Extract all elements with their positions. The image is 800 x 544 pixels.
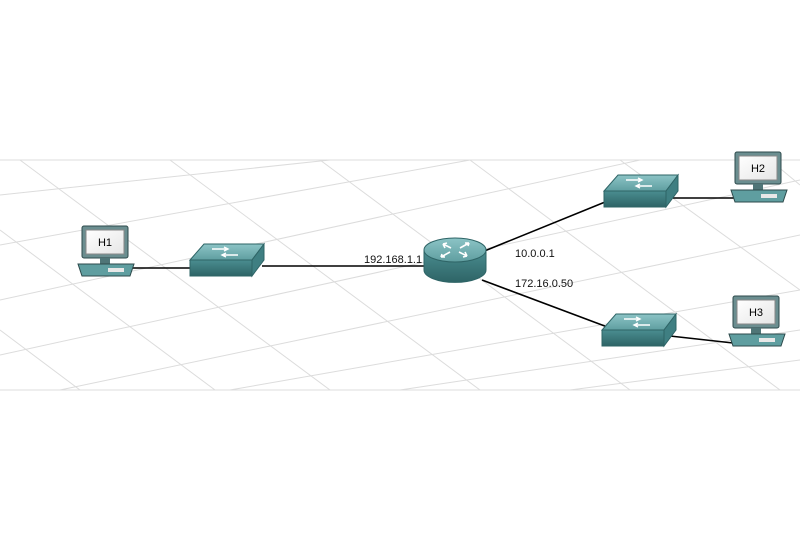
host-label: H2	[751, 163, 765, 175]
links	[130, 197, 735, 344]
host-h3[interactable]: H3	[728, 295, 786, 347]
interface-label-192-168-1-1: 192.168.1.1	[364, 254, 422, 266]
computer-icon	[728, 295, 786, 347]
router[interactable]	[423, 237, 487, 283]
switch-1[interactable]	[188, 242, 265, 278]
router-icon	[423, 237, 487, 283]
interface-label-10-0-0-1: 10.0.0.1	[515, 248, 555, 260]
switch-icon	[602, 173, 679, 209]
computer-icon	[77, 225, 135, 277]
computer-icon	[730, 151, 788, 203]
switch-3[interactable]	[600, 312, 677, 348]
host-label: H1	[98, 237, 112, 249]
floor-grid	[0, 159, 800, 391]
interface-label-172-16-0-50: 172.16.0.50	[515, 278, 573, 290]
link-switch3-h3	[669, 335, 734, 344]
switch-icon	[600, 312, 677, 348]
link-router-switch3	[481, 279, 611, 329]
host-h1[interactable]: H1	[77, 225, 135, 277]
switch-2[interactable]	[602, 173, 679, 209]
host-label: H3	[749, 307, 763, 319]
link-router-switch2	[481, 199, 611, 253]
host-h2[interactable]: H2	[730, 151, 788, 203]
switch-icon	[188, 242, 265, 278]
